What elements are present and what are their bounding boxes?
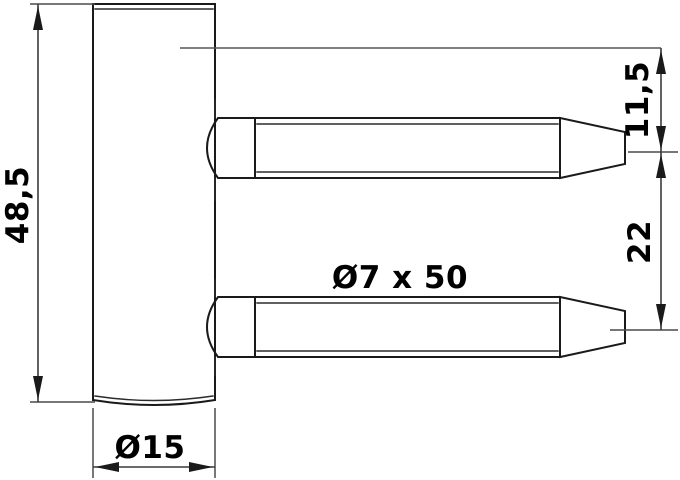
dimension-diameter-15: Ø15 bbox=[92, 408, 216, 478]
dim-22-value: 22 bbox=[622, 220, 658, 264]
pin-spec-label: Ø7 x 50 bbox=[332, 260, 468, 296]
upper-pin-rounded-cap bbox=[206, 117, 256, 179]
dim-11-5-arrow-top bbox=[656, 50, 666, 74]
dim-22-arrow-top bbox=[656, 154, 666, 178]
mounting-plate bbox=[92, 3, 216, 406]
plate-bottom-inner-line bbox=[94, 395, 214, 402]
dim-48-5-arrow-top bbox=[33, 6, 43, 30]
upper-pin-shaft bbox=[254, 117, 561, 179]
lower-pin-tapered-tip bbox=[558, 295, 626, 359]
lower-pin-rounded-cap bbox=[206, 296, 256, 358]
dimension-22: 22 bbox=[622, 154, 666, 328]
dim-48-5-value: 48,5 bbox=[0, 166, 36, 245]
dim-15-arrow-left bbox=[95, 462, 119, 472]
upper-pin bbox=[206, 116, 626, 180]
lower-pin-shaft bbox=[254, 296, 561, 358]
dim-22-arrow-bottom bbox=[656, 304, 666, 328]
dim-48-5-arrow-bottom bbox=[33, 376, 43, 400]
lower-pin bbox=[206, 295, 626, 359]
dimension-48-5: 48,5 bbox=[0, 3, 95, 403]
dimension-11-5: 11,5 bbox=[620, 50, 666, 150]
plate-outline bbox=[92, 3, 216, 406]
dim-11-5-value: 11,5 bbox=[620, 61, 656, 140]
dim-15-arrow-right bbox=[189, 462, 213, 472]
upper-pin-tapered-tip bbox=[558, 116, 626, 180]
dim-15-value: Ø15 bbox=[115, 430, 186, 466]
dim-11-5-arrow-bottom bbox=[656, 126, 666, 150]
